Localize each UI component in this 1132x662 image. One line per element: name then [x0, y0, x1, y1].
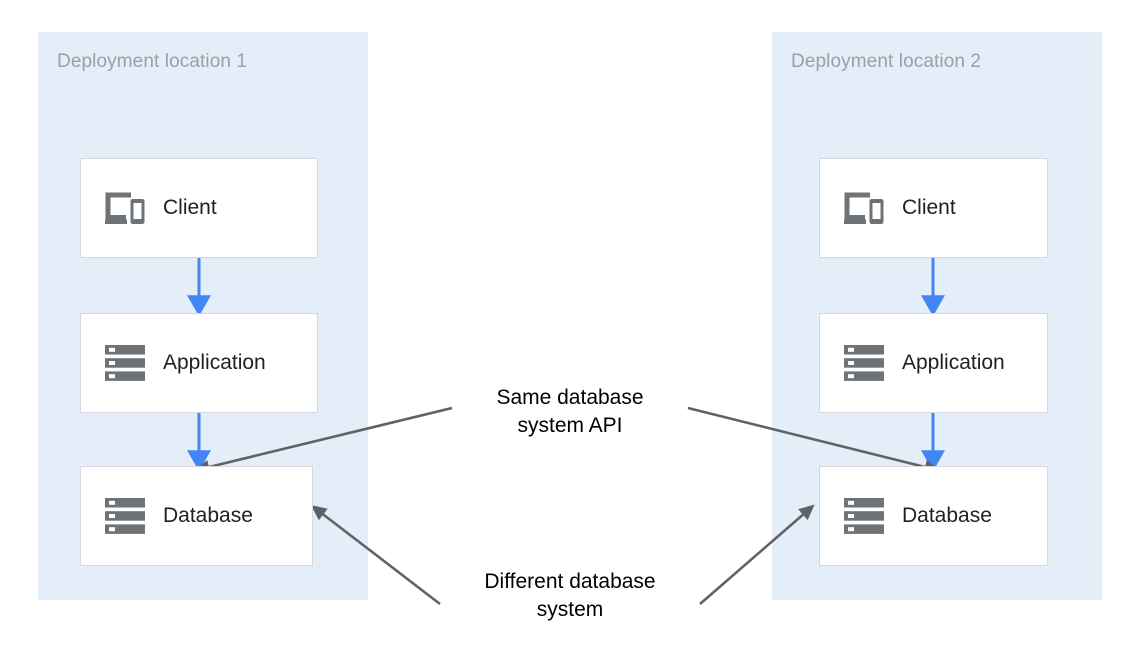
node-database-1[interactable]: Database	[80, 466, 313, 566]
node-database-2-label: Database	[902, 504, 992, 527]
node-application-1[interactable]: Application	[80, 313, 318, 413]
devices-icon	[842, 186, 886, 230]
annotation-different-line-2: system	[536, 597, 604, 621]
devices-icon	[103, 186, 147, 230]
annotation-same-api-line-2: system API	[517, 413, 623, 437]
annotation-different-line-1: Different database	[484, 570, 656, 593]
server-stack-icon	[103, 494, 147, 538]
node-database-1-label: Database	[163, 504, 253, 527]
annotation-same-api-line-1: Same database	[496, 386, 644, 409]
node-application-1-label: Application	[163, 351, 266, 374]
node-client-2-label: Client	[902, 196, 956, 219]
annotation-different-database-system: Different database system	[460, 568, 680, 623]
server-stack-icon	[842, 341, 886, 385]
node-client-1[interactable]: Client	[80, 158, 318, 258]
deployment-zone-2-label: Deployment location 2	[791, 51, 982, 72]
server-stack-icon	[103, 341, 147, 385]
node-client-1-label: Client	[163, 196, 217, 219]
node-application-2-label: Application	[902, 351, 1005, 374]
node-database-2[interactable]: Database	[819, 466, 1048, 566]
node-client-2[interactable]: Client	[819, 158, 1048, 258]
server-stack-icon	[842, 494, 886, 538]
node-application-2[interactable]: Application	[819, 313, 1048, 413]
annotation-same-database-system-api: Same database system API	[470, 384, 670, 439]
deployment-zone-1-label: Deployment location 1	[57, 51, 248, 72]
